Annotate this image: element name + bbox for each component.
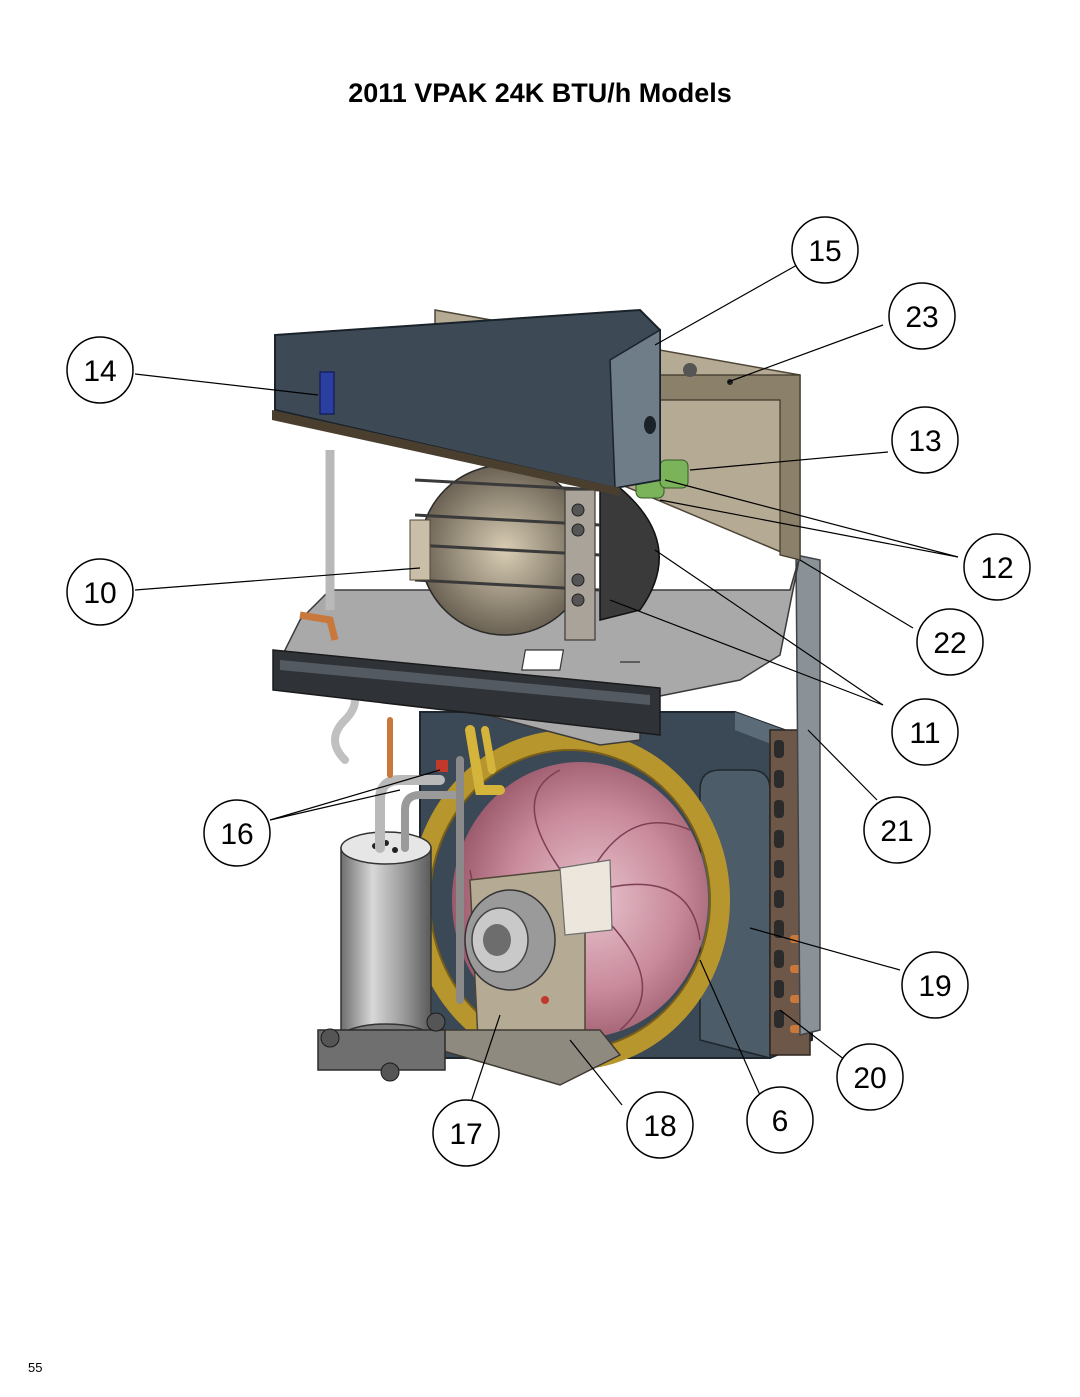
callout-16: 16 (203, 799, 271, 867)
callout-12: 12 (963, 533, 1031, 601)
compressor (317, 831, 446, 1082)
svg-text:19: 19 (918, 970, 951, 1003)
refrigerant-piping (331, 676, 505, 1004)
callout-23: 23 (888, 282, 956, 350)
svg-text:20: 20 (853, 1062, 886, 1095)
svg-text:17: 17 (449, 1118, 482, 1151)
drain-fittings (299, 450, 339, 641)
leader-18 (569, 1039, 623, 1106)
svg-text:18: 18 (643, 1110, 676, 1143)
leader-19 (749, 927, 901, 971)
callout-6: 6 (746, 1086, 814, 1154)
svg-text:21: 21 (880, 815, 913, 848)
callout-21: 21 (863, 796, 931, 864)
svg-text:13: 13 (908, 425, 941, 458)
svg-text:22: 22 (933, 627, 966, 660)
leader-22 (799, 559, 914, 629)
callout-19: 19 (901, 951, 969, 1019)
callout-10: 10 (66, 558, 134, 626)
svg-text:10: 10 (83, 577, 116, 610)
leader-lines (134, 264, 959, 1106)
leader-13 (689, 451, 889, 471)
heater-element (409, 464, 601, 641)
callout-11: 11 (891, 698, 959, 766)
svg-text:11: 11 (909, 717, 940, 750)
callout-15: 15 (791, 216, 859, 284)
callout-14: 14 (66, 336, 134, 404)
svg-text:16: 16 (220, 818, 253, 851)
leader-17 (469, 1014, 501, 1106)
callout-13: 13 (891, 406, 959, 474)
svg-text:12: 12 (980, 552, 1013, 585)
leader-23 (727, 324, 884, 383)
svg-text:23: 23 (905, 301, 938, 334)
leader-12a (664, 479, 959, 558)
callout-22: 22 (916, 608, 984, 676)
leader-21 (807, 729, 878, 801)
svg-text:6: 6 (772, 1105, 789, 1138)
callout-17: 17 (432, 1099, 500, 1167)
svg-text:14: 14 (83, 355, 116, 388)
leader-20 (779, 1009, 846, 1061)
callout-20: 20 (836, 1043, 904, 1111)
leader-6 (699, 959, 761, 1096)
leader-10 (134, 567, 421, 591)
leader-15 (654, 264, 798, 346)
page-number: 55 (28, 1360, 43, 1375)
leader-14 (134, 373, 319, 396)
callouts: 15 23 14 13 12 10 22 11 (66, 216, 1031, 1167)
leader-16a (269, 769, 441, 821)
control-box (272, 308, 661, 496)
leader-11a (654, 549, 884, 706)
fan-motor-assembly (439, 859, 622, 1086)
callout-18: 18 (626, 1091, 694, 1159)
evaporator-tray (272, 554, 801, 746)
svg-text:15: 15 (808, 235, 841, 268)
page-title: 2011 VPAK 24K BTU/h Models (348, 78, 732, 108)
leader-11b (609, 599, 884, 706)
leader-16b (269, 789, 401, 821)
support-bracket (795, 554, 821, 1036)
leader-12b (659, 499, 959, 558)
